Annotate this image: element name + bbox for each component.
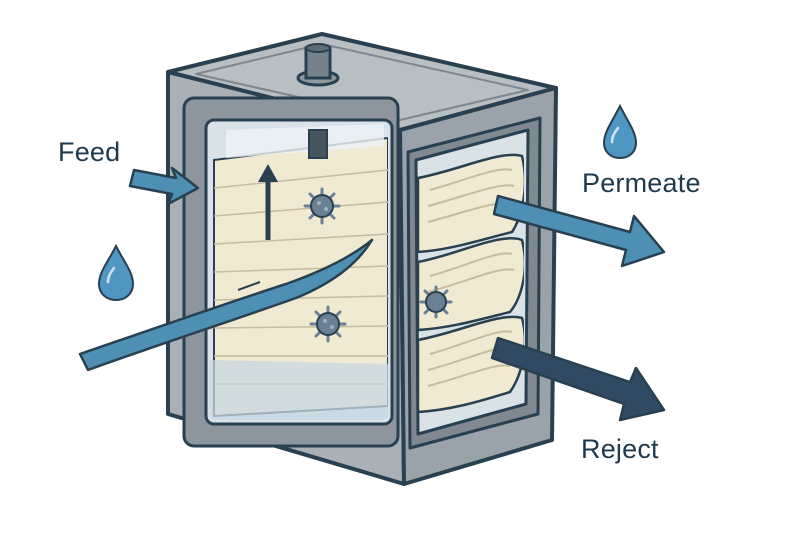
center-tube: [308, 129, 328, 159]
water-drop-icon: [602, 103, 638, 160]
outlet-nozzle-icon: [296, 43, 340, 87]
feed-label: Feed: [58, 137, 121, 167]
feed-stream: [78, 238, 374, 372]
flow-arrow-icon: [258, 164, 278, 240]
spiral-membrane: [416, 153, 524, 414]
permeate-arrow: [492, 194, 666, 268]
water-drop-icon: [97, 243, 135, 302]
microbe-icon: [419, 285, 453, 319]
reject-arrow: [490, 336, 666, 422]
microbe-icon: [303, 187, 341, 225]
microbe-icon: [309, 305, 347, 343]
permeate-label: Permeate: [582, 168, 701, 198]
membrane-stack: [210, 124, 388, 420]
reject-label: Reject: [581, 434, 659, 464]
feed-arrow: [128, 166, 200, 206]
